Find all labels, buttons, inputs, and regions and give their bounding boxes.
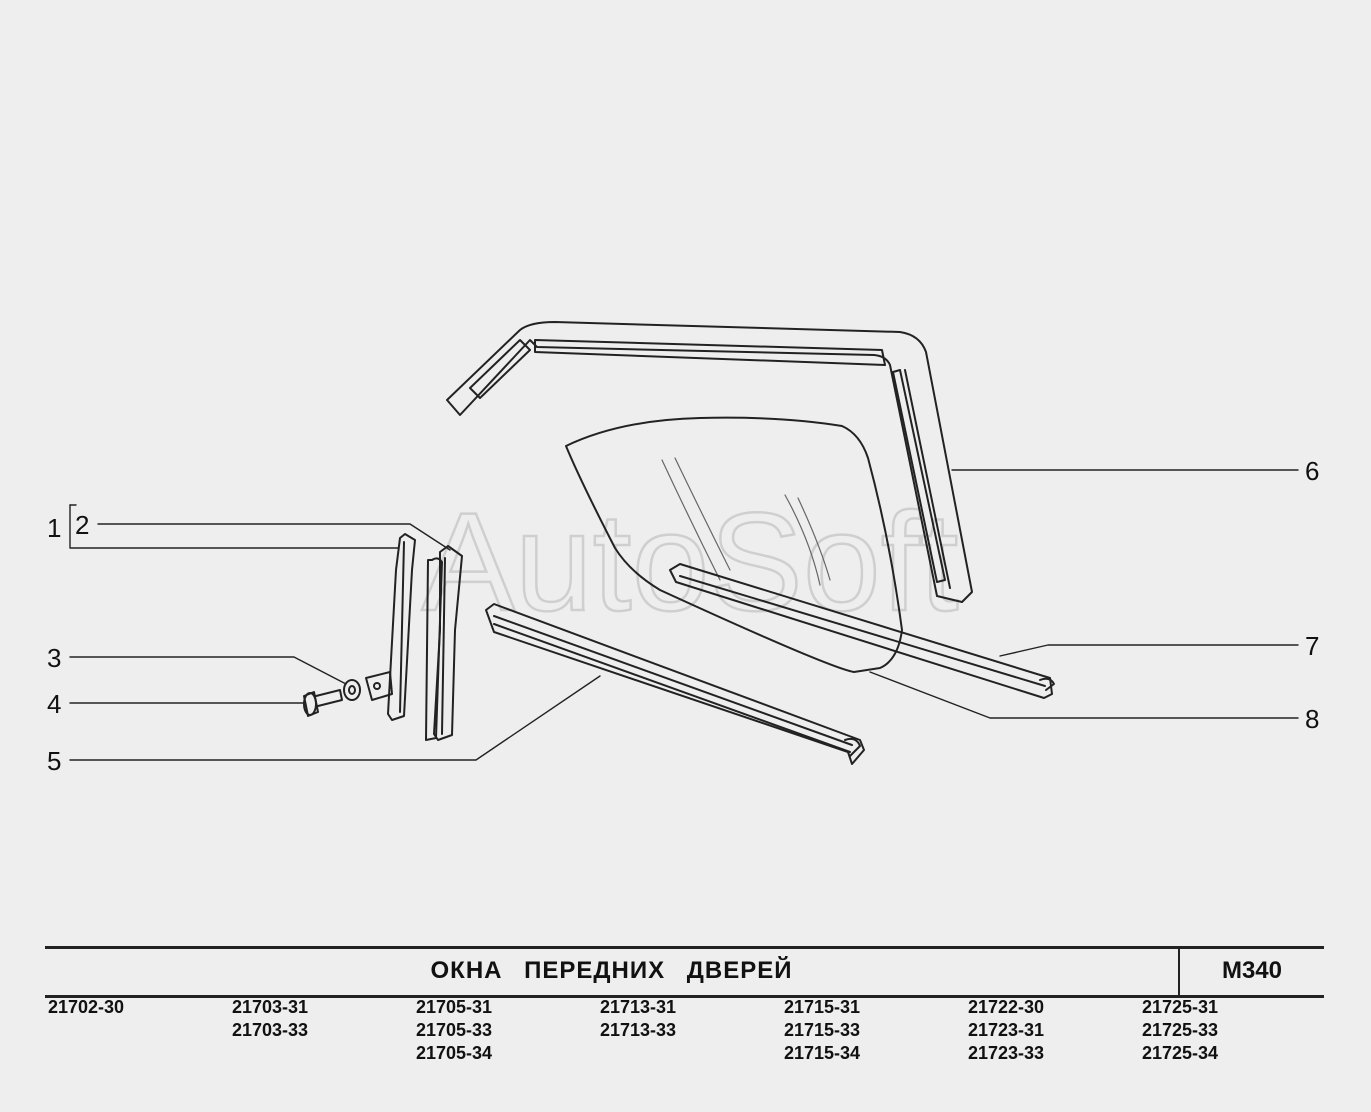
parts-diagram: AutoSoft bbox=[69, 321, 1299, 765]
watermark: AutoSoft bbox=[421, 483, 958, 640]
part-8-window-glass bbox=[565, 416, 903, 673]
callout-7: 7 bbox=[1305, 631, 1320, 661]
model-column-2: 21703-31 21703-33 bbox=[232, 996, 308, 1042]
part-7-inner-belt-seal bbox=[669, 563, 1055, 699]
model-number: 21715-34 bbox=[784, 1043, 861, 1063]
callout-6: 6 bbox=[1305, 456, 1320, 486]
model-column-4: 21713-31 21713-33 bbox=[600, 996, 676, 1042]
part-2-guide-channel bbox=[387, 533, 463, 741]
model-number: 21715-33 bbox=[784, 1020, 861, 1040]
model-number: 21705-34 bbox=[416, 1043, 493, 1063]
model-number: 21705-33 bbox=[416, 1020, 493, 1040]
callout-2: 2 bbox=[75, 510, 90, 540]
part-3-bracket bbox=[343, 671, 393, 701]
model-number: 21713-33 bbox=[600, 1020, 677, 1040]
leader-lines bbox=[69, 469, 1299, 761]
model-column-6: 21722-30 21723-31 21723-33 bbox=[968, 996, 1044, 1065]
model-number: 21723-33 bbox=[968, 1043, 1045, 1063]
title-divider bbox=[1178, 949, 1180, 995]
sheet-title: ОКНА ПЕРЕДНИХ ДВЕРЕЙ bbox=[430, 957, 793, 984]
model-number: 21713-31 bbox=[600, 997, 677, 1017]
sheet-code: М340 bbox=[1221, 957, 1283, 984]
callout-3: 3 bbox=[47, 643, 62, 673]
model-number: 21705-31 bbox=[416, 997, 493, 1017]
part-6-frame-seal bbox=[446, 321, 973, 603]
callout-5: 5 bbox=[47, 746, 62, 776]
model-number: 21702-30 bbox=[48, 997, 125, 1017]
callout-4: 4 bbox=[47, 689, 62, 719]
model-column-7: 21725-31 21725-33 21725-34 bbox=[1142, 996, 1218, 1065]
model-number: 21725-33 bbox=[1142, 1020, 1219, 1040]
model-number: 21715-31 bbox=[784, 997, 861, 1017]
model-number: 21725-31 bbox=[1142, 997, 1219, 1017]
model-column-1: 21702-30 bbox=[48, 996, 124, 1019]
part-4-bolt bbox=[303, 689, 343, 717]
part-5-outer-belt-seal bbox=[485, 603, 865, 765]
model-column-5: 21715-31 21715-33 21715-34 bbox=[784, 996, 860, 1065]
model-number: 21725-34 bbox=[1142, 1043, 1219, 1063]
model-number: 21703-33 bbox=[232, 1020, 309, 1040]
model-number: 21722-30 bbox=[968, 997, 1045, 1017]
title-block: ОКНА ПЕРЕДНИХ ДВЕРЕЙ М340 bbox=[45, 946, 1324, 998]
model-number: 21723-31 bbox=[968, 1020, 1045, 1040]
callout-1: 1 bbox=[47, 513, 62, 543]
model-number: 21703-31 bbox=[232, 997, 309, 1017]
model-column-3: 21705-31 21705-33 21705-34 bbox=[416, 996, 492, 1065]
callout-8: 8 bbox=[1305, 704, 1320, 734]
